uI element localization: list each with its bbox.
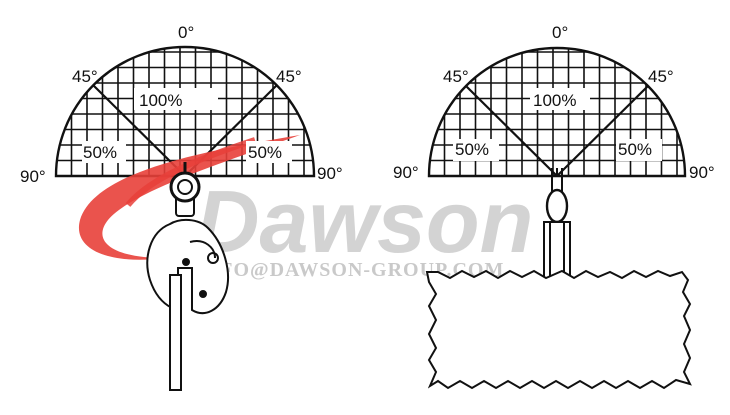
right-arc <box>427 46 687 178</box>
right-label-50-right: 50% <box>618 140 652 159</box>
watermark-brand-text: Dawson <box>196 172 533 271</box>
watermark-swoosh <box>78 135 301 260</box>
left-arc <box>54 45 316 178</box>
left-clamp <box>146 162 229 391</box>
right-45-line-right <box>556 85 649 177</box>
left-label-100: 100% <box>139 91 182 110</box>
right-label-45-right: 45° <box>648 67 674 86</box>
left-label-0: 0° <box>178 23 194 42</box>
right-clamp-shackle <box>545 188 569 224</box>
left-45-line-left <box>92 84 186 177</box>
right-label-0: 0° <box>552 23 568 42</box>
left-label-50-left: 50% <box>83 143 117 162</box>
right-label-100: 100% <box>533 91 576 110</box>
right-plate <box>425 269 692 390</box>
right-label-90-left: 90° <box>393 163 419 182</box>
right-label-90-right: 90° <box>689 163 715 182</box>
left-label-90-left: 90° <box>20 167 46 186</box>
left-plate <box>169 274 182 391</box>
watermark-email-text: INFO@DAWSON-GROUP.COM <box>196 259 504 281</box>
right-label-50-left: 50% <box>455 140 489 159</box>
right-45-line-left <box>465 85 558 177</box>
right-label-45-left: 45° <box>443 67 469 86</box>
left-label-90-right: 90° <box>317 164 343 183</box>
dawson-watermark: Dawson INFO@DAWSON-GROUP.COM <box>78 135 533 281</box>
left-label-45-left: 45° <box>72 67 98 86</box>
left-clamp-body <box>146 218 229 315</box>
left-label-50-right: 50% <box>248 143 282 162</box>
left-label-45-right: 45° <box>276 67 302 86</box>
